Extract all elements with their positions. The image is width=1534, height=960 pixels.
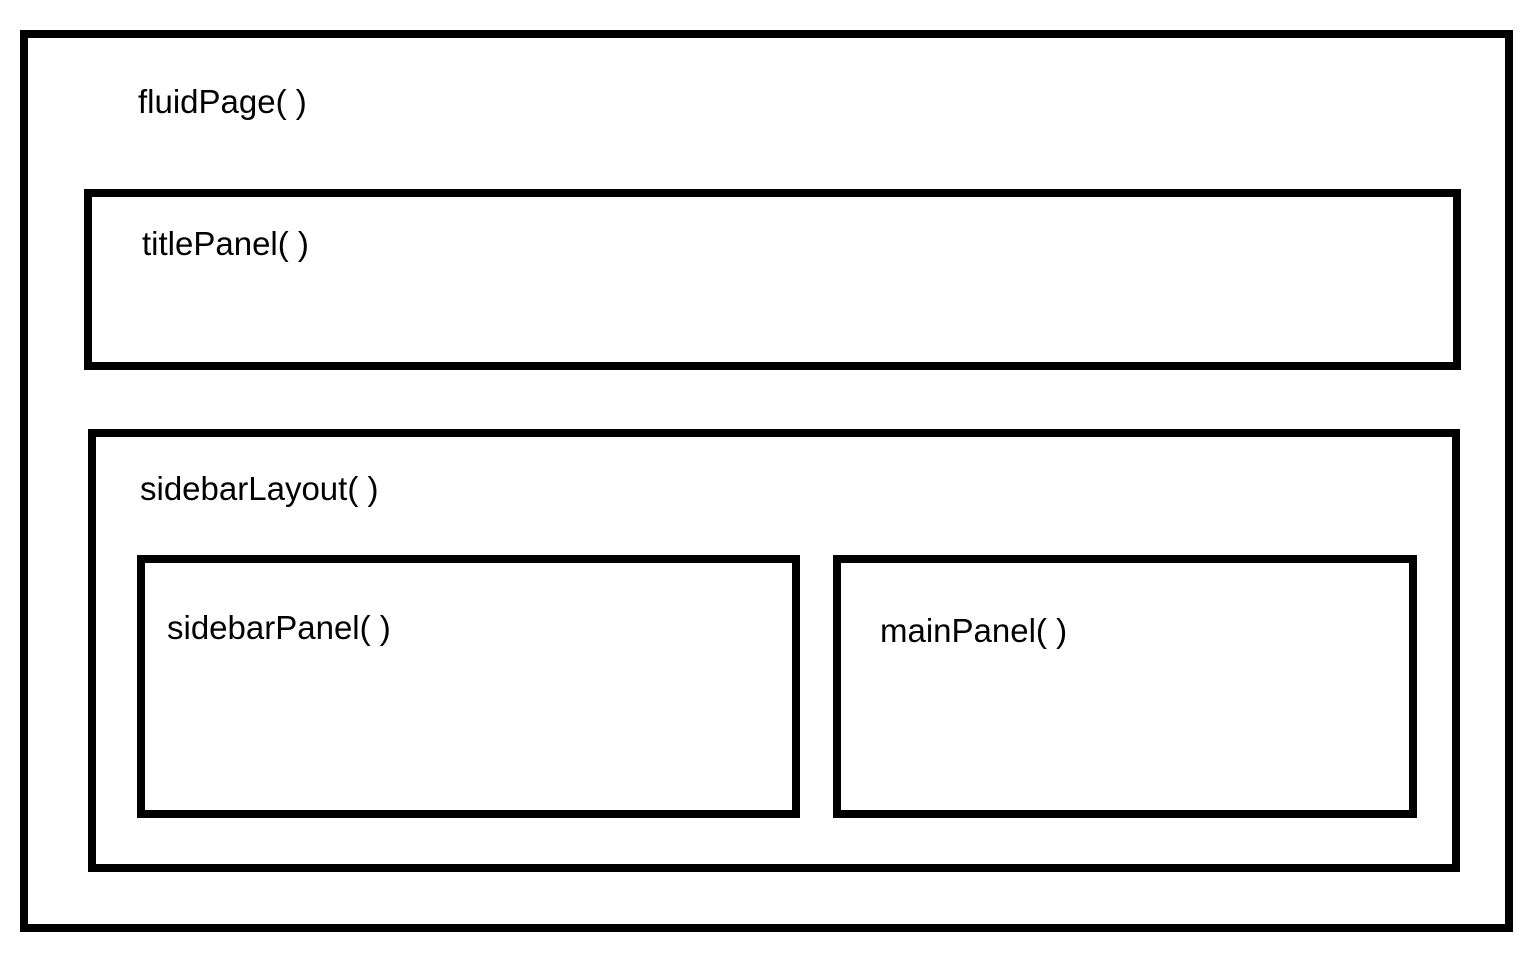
mainpanel-box: mainPanel( ): [833, 555, 1417, 818]
sidebarpanel-label: sidebarPanel( ): [167, 609, 391, 646]
sidebarlayout-box: sidebarLayout( ) sidebarPanel( ) mainPan…: [88, 429, 1460, 872]
fluidpage-label: fluidPage( ): [138, 83, 307, 120]
titlepanel-box: titlePanel( ): [84, 189, 1461, 370]
sidebarpanel-box: sidebarPanel( ): [137, 555, 800, 818]
titlepanel-label: titlePanel( ): [142, 225, 309, 262]
sidebarlayout-label: sidebarLayout( ): [140, 470, 379, 507]
fluidpage-box: fluidPage( ) titlePanel( ) sidebarLayout…: [20, 30, 1513, 932]
mainpanel-label: mainPanel( ): [880, 612, 1068, 649]
